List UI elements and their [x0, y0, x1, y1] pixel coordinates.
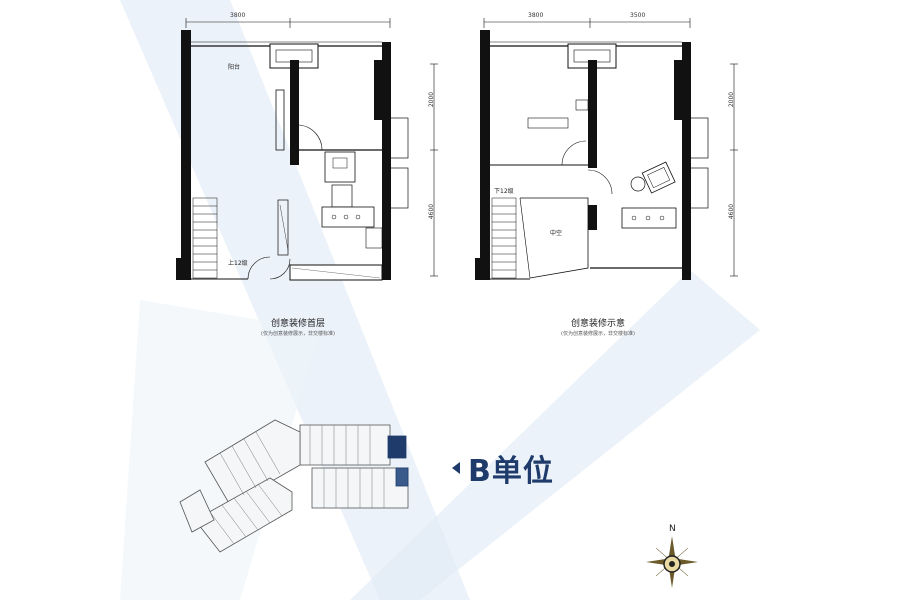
room-label-balcony: 阳台 — [228, 64, 241, 71]
room-label-stair-up: 上12级 — [228, 260, 248, 267]
dim-label-right-upper: 2000 — [428, 91, 436, 108]
room-label-stair-down: 下12级 — [494, 188, 514, 195]
unit-label: B单位 — [468, 454, 554, 489]
site-key-plan — [179, 419, 409, 553]
unit-title: B单位 — [452, 446, 554, 490]
stair-ground-floor — [192, 197, 218, 279]
plan-caption-ground: 创意装修首层 — [270, 319, 325, 329]
plan-caption-decoration: 创意装修示意 — [570, 319, 625, 329]
wall-right — [382, 42, 391, 280]
dim-label-top: 3800 — [230, 12, 246, 19]
dim-label-right-lower: 4600 — [428, 203, 436, 220]
plan-subcaption-decoration: (仅为创意装修展示，非交楼标准) — [561, 331, 635, 337]
bathroom — [324, 151, 356, 183]
dim-label-top-left: 3800 — [528, 12, 544, 19]
plan-ground-floor — [176, 18, 438, 281]
dim-label-top-right: 3500 — [630, 12, 646, 19]
armchair — [641, 161, 676, 194]
room-label-void: 中空 — [550, 230, 563, 237]
pointer-arrow-icon — [452, 462, 460, 474]
compass-icon — [646, 536, 698, 588]
stair-upper-floor — [491, 197, 517, 279]
plan-subcaption-ground: (仅为创意装修展示，非交楼标准) — [261, 331, 335, 337]
dim-label-right-lower-2: 4600 — [728, 203, 736, 220]
void-area — [519, 197, 589, 279]
light-beam-bottom — [120, 300, 320, 600]
dim-label-right-upper-2: 2000 — [728, 91, 736, 108]
wall-left — [181, 30, 191, 280]
plan-decoration — [475, 18, 738, 280]
bottom-cabinet — [289, 264, 383, 281]
compass-north-label: N — [669, 524, 676, 534]
light-beam-right — [350, 270, 760, 600]
round-table — [630, 176, 646, 192]
unit-b-highlight — [387, 435, 407, 459]
